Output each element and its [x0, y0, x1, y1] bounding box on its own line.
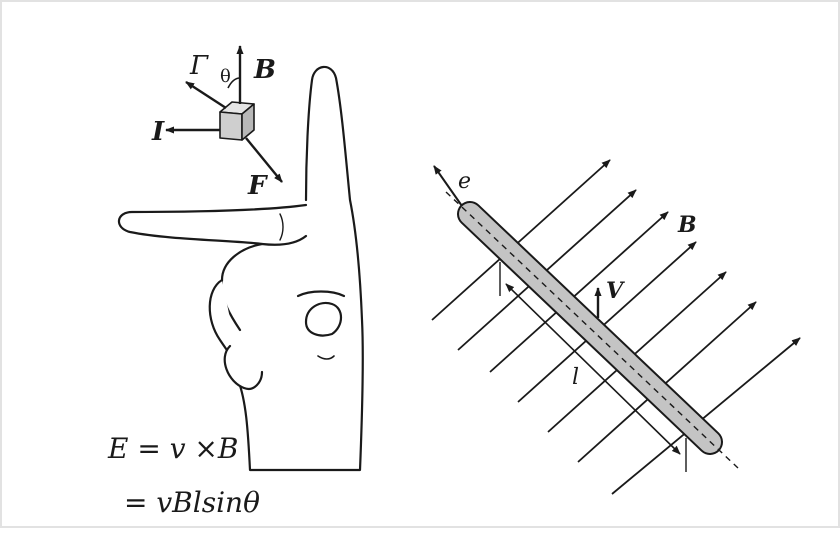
hand-palm-crease: [296, 290, 346, 298]
rod-field-diagram: e B V l: [431, 159, 801, 495]
hand-thumbnail: [304, 301, 343, 337]
label-electron-e: e: [458, 169, 471, 194]
label-length-l: l: [572, 365, 579, 390]
label-b-vector: B: [253, 55, 276, 85]
hand-index-finger: [117, 203, 308, 246]
label-gamma: Γ: [189, 51, 209, 81]
label-field-b: B: [677, 212, 697, 238]
magnetic-field-lines: [431, 159, 801, 495]
hand-illustration: [117, 65, 364, 472]
label-current-i: I: [151, 117, 165, 147]
hand-index-knuckle: [279, 213, 284, 241]
hand-little-finger: [223, 344, 264, 390]
label-theta: θ: [220, 66, 231, 87]
label-force-f: F: [247, 171, 268, 201]
vector-diagram: B θ Γ I F: [151, 45, 283, 201]
hand-thumb: [236, 65, 364, 472]
label-velocity-v: V: [606, 278, 625, 304]
equation-line-1: E = v ×B: [107, 432, 238, 465]
cube-icon: [219, 101, 255, 141]
equation-line-2: = vBlsinθ: [124, 486, 260, 519]
hand-wrist-line: [317, 355, 335, 360]
